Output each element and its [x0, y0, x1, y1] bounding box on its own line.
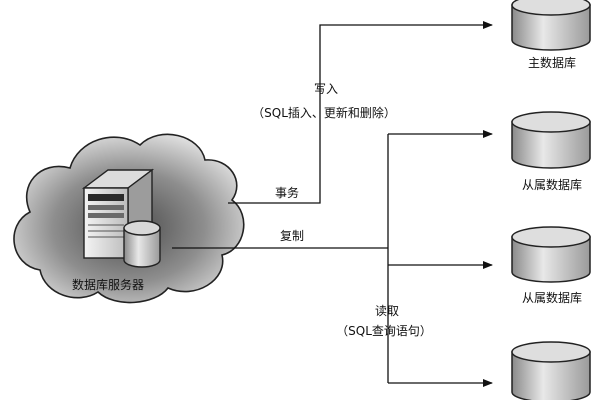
- primary-database-label: 主数据库: [527, 56, 577, 70]
- server-label: 数据库服务器: [72, 278, 145, 292]
- write-label: 写入: [313, 82, 339, 96]
- transaction-label: 事务: [275, 186, 300, 200]
- write-detail-label: （SQL插入、更新和删除）: [252, 106, 396, 120]
- replica-database-2-icon: [511, 226, 591, 283]
- replica-database-2-label: 从属数据库: [521, 291, 583, 305]
- replicate-label: 复制: [280, 229, 305, 243]
- write-connector: [228, 21, 493, 204]
- replica-database-3-icon: [511, 341, 591, 400]
- read-detail-label: （SQL查询语句）: [336, 324, 432, 338]
- server-database-icon: [123, 220, 161, 268]
- read-label: 读取: [374, 304, 400, 318]
- primary-database-icon: [511, 0, 591, 51]
- replica-database-1-label: 从属数据库: [521, 178, 583, 192]
- replica-database-1-icon: [511, 111, 591, 169]
- replicate-connector: [172, 130, 493, 387]
